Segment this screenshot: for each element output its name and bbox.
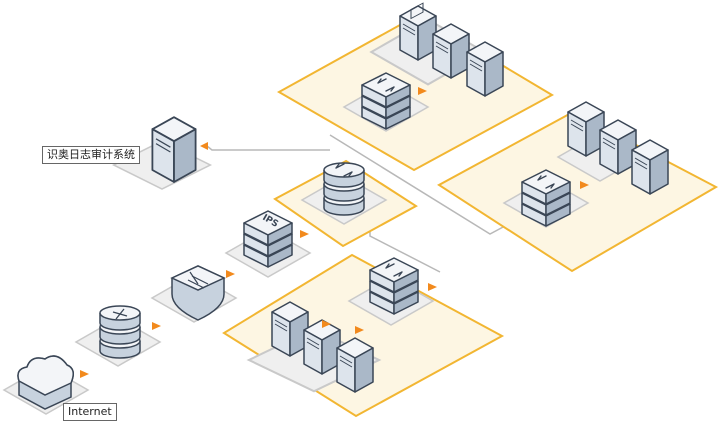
server-top-2 xyxy=(432,23,470,79)
link-core-to-right-zone xyxy=(329,134,506,235)
server-right-1 xyxy=(567,101,605,157)
internet-label: Internet xyxy=(63,403,117,421)
firewall-icon xyxy=(187,271,209,289)
zone-top xyxy=(276,2,555,172)
switch-lower xyxy=(369,257,419,315)
firewall-device xyxy=(151,265,237,323)
server-lower-2 xyxy=(303,319,341,375)
monitor-icon xyxy=(410,2,424,20)
internet-node xyxy=(3,355,89,415)
server-top-1 xyxy=(399,2,437,61)
router-icon xyxy=(112,308,128,320)
server-lower-1 xyxy=(271,301,309,357)
switch-right xyxy=(521,169,571,227)
arrow-icon xyxy=(80,370,89,378)
router-device xyxy=(75,305,161,367)
server-lower-3 xyxy=(336,337,374,393)
arrow-icon xyxy=(226,270,235,278)
switch-top xyxy=(361,72,411,130)
server-right-3 xyxy=(631,139,669,195)
zone-lower xyxy=(222,253,505,418)
server-right-2 xyxy=(599,119,637,175)
zone-core xyxy=(273,159,418,248)
ips-device: IPS xyxy=(225,210,311,278)
arrow-icon xyxy=(300,230,309,238)
arrow-icon xyxy=(152,322,161,330)
server-top-3 xyxy=(466,41,504,97)
link-core-to-log-audit xyxy=(206,145,330,151)
zone-right xyxy=(437,101,719,273)
arrow-icon xyxy=(200,142,208,150)
cloud-icon xyxy=(17,355,74,410)
arrow-icon xyxy=(428,283,437,291)
log-audit-server xyxy=(112,116,212,190)
log-audit-label: 识奥日志审计系统 xyxy=(42,146,140,164)
core-switch xyxy=(323,162,365,216)
